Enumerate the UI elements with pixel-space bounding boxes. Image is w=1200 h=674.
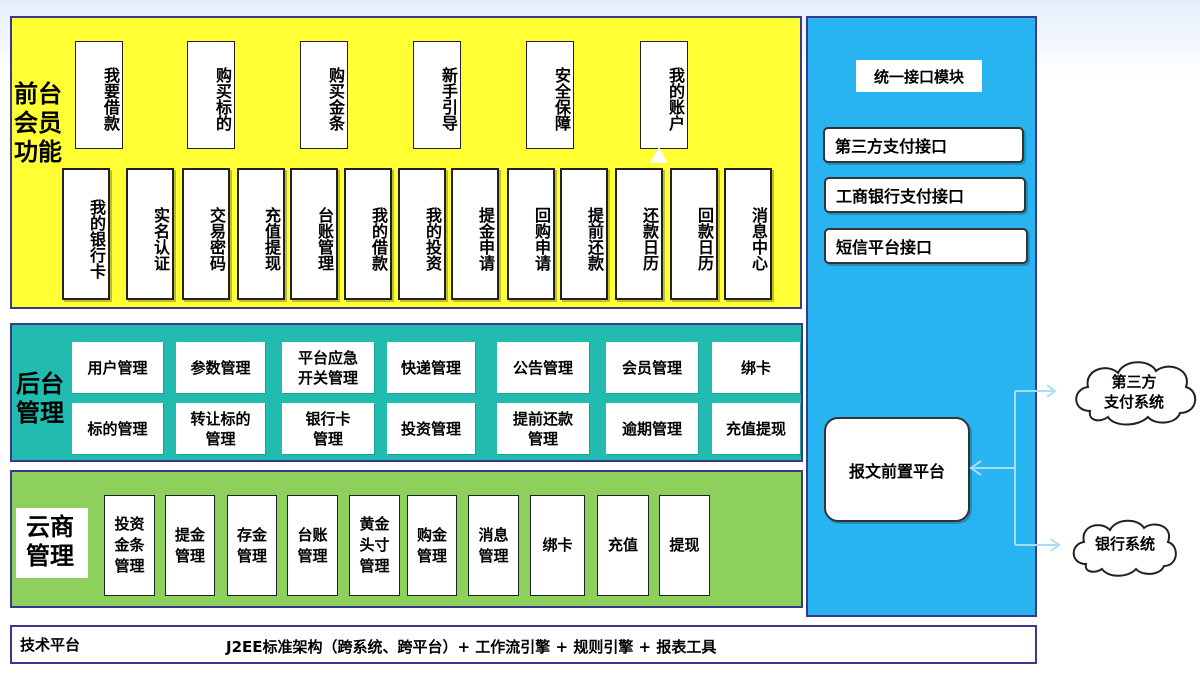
front-sub-item-0: 我的银行卡 bbox=[62, 168, 110, 300]
cloud-item-2: 存金 管理 bbox=[227, 495, 277, 596]
up-arrow-icon bbox=[650, 147, 668, 163]
interface-item-sms: 短信平台接口 bbox=[824, 228, 1028, 264]
back-row2-item-3: 投资管理 bbox=[387, 403, 475, 454]
cloud-item-4: 黄金 头寸 管理 bbox=[349, 495, 400, 596]
cloud-section-title: 云商 管理 bbox=[26, 513, 74, 570]
front-sub-item-9: 提前还款 bbox=[560, 168, 608, 300]
message-gateway-platform: 报文前置平台 bbox=[824, 417, 970, 522]
front-sub-item-1: 实名认证 bbox=[126, 168, 174, 300]
cloud-item-1: 提金 管理 bbox=[165, 495, 215, 596]
front-sub-item-4: 台账管理 bbox=[290, 168, 338, 300]
interface-item-third-party: 第三方支付接口 bbox=[823, 127, 1024, 163]
back-row1-item-3: 快递管理 bbox=[387, 342, 475, 393]
back-row2-item-4: 提前还款 管理 bbox=[497, 403, 589, 454]
cloud-item-3: 台账 管理 bbox=[287, 495, 338, 596]
third-party-cloud-icon bbox=[1075, 361, 1196, 426]
front-sub-item-6: 我的投资 bbox=[398, 168, 446, 300]
back-row2-item-0: 标的管理 bbox=[72, 403, 163, 454]
tech-platform-description: J2EE标准架构（跨系统、跨平台）+ 工作流引擎 + 规则引擎 + 报表工具 bbox=[226, 638, 717, 656]
front-sub-item-12: 消息中心 bbox=[724, 168, 772, 300]
back-row2-item-6: 充值提现 bbox=[712, 403, 800, 454]
front-sub-item-10: 还款日历 bbox=[615, 168, 663, 300]
back-row1-item-4: 公告管理 bbox=[497, 342, 589, 393]
interface-item-icbc: 工商银行支付接口 bbox=[824, 177, 1026, 213]
bank-cloud-icon bbox=[1072, 519, 1177, 577]
front-sub-item-11: 回款日历 bbox=[670, 168, 718, 300]
third-party-payment-system: 第三方 支付系统 bbox=[1103, 373, 1164, 411]
front-sub-item-7: 提金申请 bbox=[451, 168, 499, 300]
front-top-item-5: 我的账户 bbox=[640, 41, 688, 149]
interface-title: 统一接口模块 bbox=[856, 60, 982, 92]
cloud-item-8: 充值 bbox=[597, 495, 649, 596]
tech-platform-section bbox=[10, 625, 1037, 664]
back-row1-item-0: 用户管理 bbox=[72, 342, 163, 393]
front-top-item-4: 安全保障 bbox=[526, 41, 574, 149]
front-top-item-2: 购买金条 bbox=[300, 41, 348, 149]
cloud-title-box bbox=[16, 508, 88, 578]
back-row2-item-2: 银行卡 管理 bbox=[282, 403, 374, 454]
front-sub-item-2: 交易密码 bbox=[182, 168, 230, 300]
back-section-title: 后台 管理 bbox=[16, 370, 64, 427]
front-sub-item-3: 充值提现 bbox=[237, 168, 285, 300]
cloud-item-5: 购金 管理 bbox=[407, 495, 457, 596]
back-row1-item-6: 绑卡 bbox=[712, 342, 800, 393]
front-section-title: 前台 会员 功能 bbox=[14, 80, 62, 166]
back-row1-item-1: 参数管理 bbox=[176, 342, 265, 393]
bank-system: 银行系统 bbox=[1094, 535, 1155, 553]
cloud-item-6: 消息 管理 bbox=[468, 495, 519, 596]
front-sub-item-8: 回购申请 bbox=[507, 168, 555, 300]
cloud-item-9: 提现 bbox=[659, 495, 710, 596]
connector-arrows bbox=[969, 384, 1061, 552]
back-row2-item-1: 转让标的 管理 bbox=[176, 403, 265, 454]
tech-platform-label: 技术平台 bbox=[20, 636, 81, 654]
back-row1-item-5: 会员管理 bbox=[606, 342, 698, 393]
front-top-item-1: 购买标的 bbox=[187, 41, 235, 149]
front-sub-item-5: 我的借款 bbox=[344, 168, 392, 300]
back-row2-item-5: 逾期管理 bbox=[606, 403, 698, 454]
cloud-item-7: 绑卡 bbox=[530, 495, 585, 596]
front-top-item-0: 我要借款 bbox=[75, 41, 123, 149]
back-row1-item-2: 平台应急 开关管理 bbox=[282, 342, 374, 393]
front-top-item-3: 新手引导 bbox=[413, 41, 461, 149]
cloud-item-0: 投资 金条 管理 bbox=[104, 495, 155, 596]
